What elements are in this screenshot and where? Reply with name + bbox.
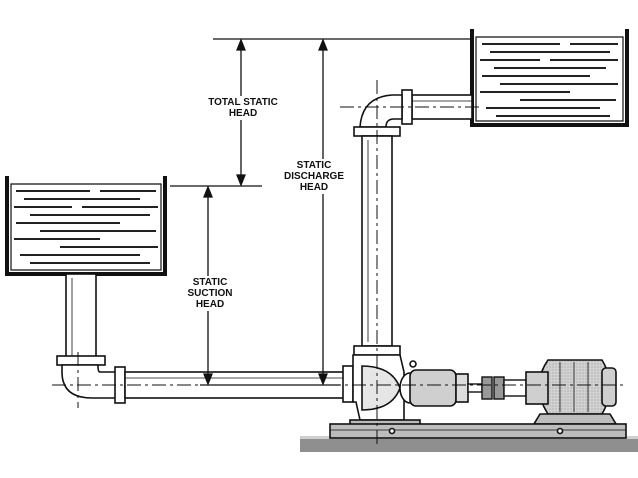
discharge-tank-water-lines bbox=[480, 43, 618, 117]
static-discharge-head-arrow bbox=[318, 38, 328, 386]
pump bbox=[342, 354, 469, 429]
discharge-tank bbox=[470, 29, 629, 127]
static-discharge-head-label: STATIC DISCHARGE HEAD bbox=[281, 159, 347, 194]
coupling bbox=[467, 376, 527, 400]
base-plate bbox=[329, 423, 627, 439]
discharge-pipe bbox=[353, 89, 473, 356]
total-static-head-label: TOTAL STATIC HEAD bbox=[206, 96, 280, 120]
motor bbox=[525, 359, 618, 425]
level-lines bbox=[170, 38, 470, 386]
suction-tank-water-lines bbox=[14, 190, 158, 264]
static-suction-head-label: STATIC SUCTION HEAD bbox=[185, 276, 235, 311]
suction-tank bbox=[5, 176, 167, 276]
